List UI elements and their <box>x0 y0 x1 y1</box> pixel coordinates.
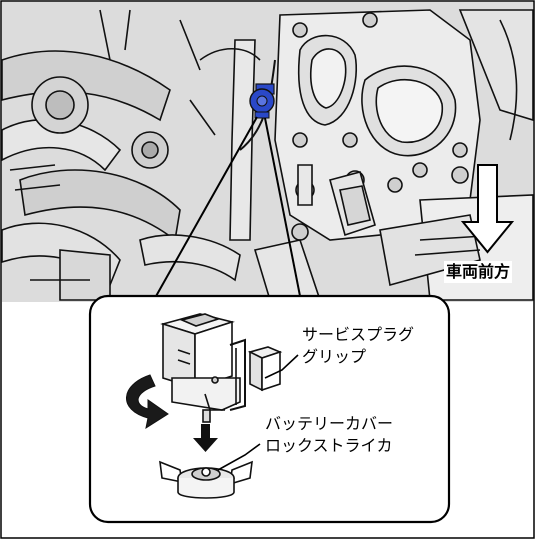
service-plug-highlight-icon <box>249 83 275 119</box>
rotation-arrow-icon <box>126 374 169 430</box>
front-direction-label: 車両前方 <box>444 261 513 283</box>
service-plug-grip-label-line1: サービスプラグ <box>302 325 415 344</box>
service-plug-grip-detail <box>160 313 283 423</box>
lock-striker-detail <box>159 460 253 499</box>
battery-cover-lock-striker-label-line2: ロックストライカ <box>265 436 393 455</box>
callout-leader-lines <box>217 354 299 471</box>
engine-bay-background <box>1 2 534 302</box>
front-direction-arrow-icon <box>460 164 515 254</box>
battery-cover-lock-striker-label-line1: バッテリーカバー <box>265 414 394 433</box>
down-arrow-icon <box>193 424 218 452</box>
inset-leader-lines <box>154 116 301 299</box>
service-plug-grip-label-line2: グリップ <box>302 347 367 366</box>
